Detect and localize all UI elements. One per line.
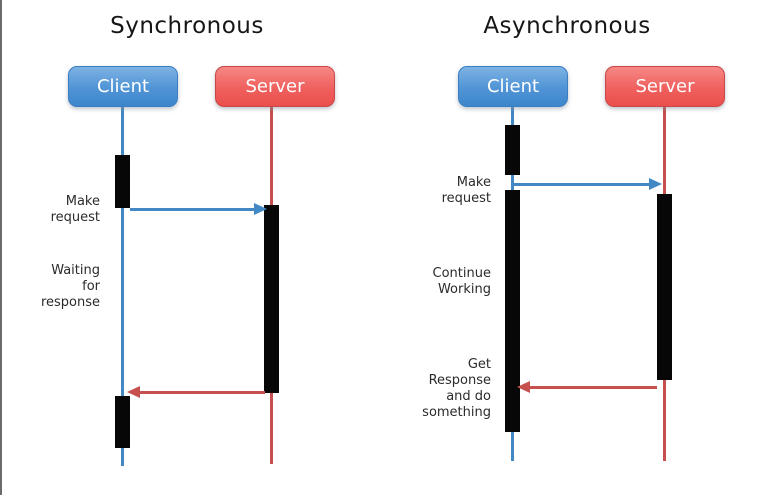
annotation-line: Continue [432, 266, 491, 281]
actor-box-server-sync: Server [215, 66, 335, 107]
actor-label-server-async: Server [635, 76, 695, 97]
message-arrow-request-sync [130, 203, 267, 216]
annotation-waiting-for-response: Waiting for response [20, 263, 100, 311]
arrow-head-left-icon [127, 386, 140, 398]
actor-label-client-sync: Client [96, 76, 150, 97]
activation-bar-server-sync [264, 205, 279, 393]
annotation-line: request [50, 210, 100, 225]
annotation-line: for [82, 279, 100, 294]
annotation-line: Get [467, 357, 491, 372]
panel-title-asynchronous: Asynchronous [483, 13, 651, 39]
annotation-line: Make [65, 194, 100, 209]
annotation-line: Waiting [51, 263, 100, 278]
lifeline-client-sync [121, 107, 124, 466]
activation-bar-client-async-1 [505, 125, 520, 175]
annotation-line: Response [428, 373, 491, 388]
activation-bar-client-sync-2 [115, 396, 130, 448]
annotation-line: Working [437, 282, 491, 297]
annotation-line: response [40, 295, 100, 310]
actor-label-client-async: Client [486, 76, 540, 97]
message-arrow-request-async [513, 178, 662, 191]
actor-box-client-async: Client [458, 66, 568, 107]
annotation-make-request-sync: Make request [20, 194, 100, 226]
annotation-continue-working: Continue Working [411, 266, 491, 298]
arrow-head-right-icon [649, 178, 662, 190]
arrow-line [513, 183, 652, 186]
activation-bar-server-async [657, 194, 672, 380]
message-arrow-response-sync [127, 386, 265, 399]
arrow-line [527, 386, 657, 389]
actor-label-server-sync: Server [245, 76, 305, 97]
message-arrow-response-async [517, 381, 657, 394]
annotation-line: Make [456, 175, 491, 190]
arrow-head-left-icon [517, 381, 530, 393]
actor-box-server-async: Server [605, 66, 725, 107]
arrow-head-right-icon [254, 203, 267, 215]
activation-bar-client-sync-1 [115, 155, 130, 208]
annotation-line: something [422, 405, 491, 420]
annotation-line: request [441, 191, 491, 206]
actor-box-client-sync: Client [68, 66, 178, 107]
arrow-line [130, 208, 257, 211]
annotation-line: and do [446, 389, 491, 404]
page-left-border [0, 0, 2, 495]
activation-bar-client-async-2 [505, 190, 520, 432]
annotation-get-response: Get Response and do something [401, 357, 491, 421]
arrow-line [137, 391, 265, 394]
annotation-make-request-async: Make request [411, 175, 491, 207]
panel-title-synchronous: Synchronous [110, 13, 264, 39]
